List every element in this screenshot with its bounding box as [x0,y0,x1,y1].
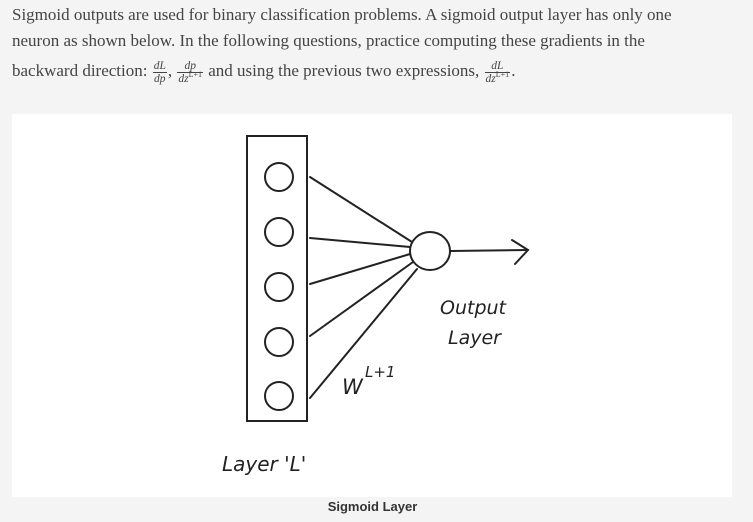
weight-label: W [342,375,364,399]
weight-edge-3 [309,253,411,285]
fraction-denominator: dzL+1 [485,69,511,85]
layer-l-neuron-5 [264,381,294,411]
fraction-dL-dz: dL dzL+1 [484,60,511,85]
layer-l-neuron-1 [264,162,294,192]
fraction-denominator: dzL+1 [177,69,203,85]
layer-l-neuron-4 [264,327,294,357]
layer-l-neuron-3 [264,272,294,302]
fraction-den-base: dz [485,72,496,85]
fraction-numerator: dp [177,60,204,73]
output-arrow-head [511,239,530,265]
weight-edge-2 [309,237,411,248]
fraction-dL-dp: dL dp [152,59,167,85]
weight-label-superscript: L+1 [365,363,395,381]
output-neuron [409,231,451,271]
output-arrow-shaft [449,249,529,252]
layer-l-label: Layer 'L' [222,452,306,476]
weight-edge-5 [309,268,418,399]
paragraph-line-3: backward direction: dL dp , dp dzL+1 and… [12,56,515,85]
output-label-line-1: Output [440,297,508,319]
line3-prefix: backward direction: [12,61,148,80]
weight-edge-4 [309,261,414,337]
fraction-den-superscript: L+1 [495,69,510,79]
fraction-den-base: dz [178,72,189,85]
output-label-line-2: Layer [448,327,502,349]
fraction-numerator: dL [484,60,511,73]
layer-l-box [246,135,308,422]
fraction-numerator: dL [152,59,167,73]
fraction-den-superscript: L+1 [188,69,203,79]
weight-edge-1 [309,176,413,243]
comma: , [167,61,173,80]
fraction-dp-dz: dp dzL+1 [177,60,204,85]
layer-l-neuron-2 [264,217,294,247]
sigmoid-layer-figure: Output Layer W L+1 Layer 'L' [12,114,732,497]
figure-caption: Sigmoid Layer [327,499,418,514]
period: . [511,61,516,80]
fraction-denominator: dp [154,72,166,85]
paragraph-line-1: Sigmoid outputs are used for binary clas… [12,5,672,24]
paragraph-line-2: neuron as shown below. In the following … [12,31,645,50]
line3-middle: and using the previous two expressions, [208,61,480,80]
network-diagram: Output Layer W L+1 Layer 'L' [222,135,530,476]
